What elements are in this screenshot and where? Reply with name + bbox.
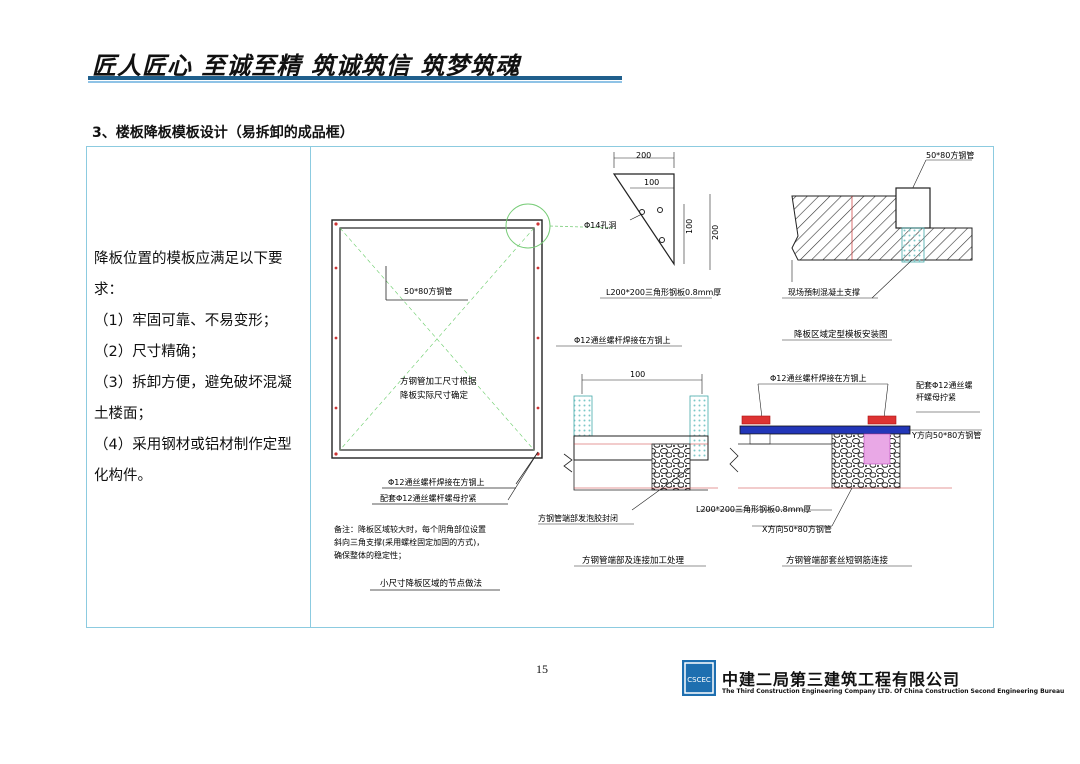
requirement-item-1: （1）牢固可靠、不易变形； bbox=[94, 313, 278, 329]
requirement-item-2: （2）尺寸精确； bbox=[94, 344, 205, 360]
conn-plate-label: L200*200三角形钢板0.8mm厚 bbox=[696, 504, 811, 514]
end-processing-drawing: Φ12通丝螺杆焊接在方钢上 100 方钢管端部发泡胶封闭 方钢管端部及连接加工处… bbox=[538, 335, 718, 567]
technical-drawing: 50*80方钢管 方钢管加工尺寸根据 降板实际尺寸确定 Φ12通丝螺杆焊接在方钢… bbox=[331, 150, 982, 591]
small-caption: 小尺寸降板区域的节点做法 bbox=[380, 578, 482, 589]
end-seal-label: 方钢管端部发泡胶封闭 bbox=[538, 513, 618, 523]
requirement-item-3: （3）拆卸方便，避免破坏混凝土楼面； bbox=[94, 375, 292, 422]
plate-dim-v200: 200 bbox=[711, 225, 720, 240]
company-name-en: The Third Construction Engineering Compa… bbox=[722, 688, 1065, 695]
company-logo: CSCEC bbox=[682, 660, 716, 696]
company-name: 中建二局第三建筑工程有限公司 bbox=[722, 670, 961, 689]
header-slogan: 匠人匠心 至诚至精 筑诚筑信 筑梦筑魂 bbox=[92, 52, 521, 80]
content-frame bbox=[86, 146, 994, 628]
plate-dim-200: 200 bbox=[636, 151, 651, 160]
frame-tube-label: 50*80方钢管 bbox=[404, 286, 452, 296]
plate-hole-label: Φ14孔洞 bbox=[584, 220, 616, 230]
end-dim-label: 100 bbox=[630, 370, 645, 379]
note-line1: 备注：降板区域较大时，每个阴角部位设置 bbox=[334, 524, 486, 534]
frame-center-line2: 降板实际尺寸确定 bbox=[400, 390, 469, 401]
plate-caption: L200*200三角形钢板0.8mm厚 bbox=[606, 287, 721, 297]
plate-dim-100: 100 bbox=[644, 178, 659, 187]
logo-text: CSCEC bbox=[687, 676, 711, 684]
install-tube-label: 50*80方钢管 bbox=[926, 150, 974, 160]
conn-xtube-label: X方向50*80方钢管 bbox=[762, 524, 832, 534]
connection-drawing: Φ12通丝螺杆焊接在方钢上 配套Φ12通丝螺 杆螺母拧紧 Y方向50*80方钢管… bbox=[696, 373, 982, 567]
requirement-intro: 降板位置的模板应满足以下要求： bbox=[94, 251, 283, 298]
requirement-item-4: （4）采用钢材或铝材制作定型化构件。 bbox=[94, 437, 292, 484]
frame-center-line1: 方钢管加工尺寸根据 bbox=[400, 376, 477, 387]
install-drawing: 50*80方钢管 现场預制混凝土支撑 降板区域定型模板安装图 bbox=[782, 150, 974, 341]
conn-nut-label1: 配套Φ12通丝螺 bbox=[916, 380, 972, 390]
end-caption: 方钢管端部及连接加工处理 bbox=[582, 555, 685, 566]
plate-dim-v100: 100 bbox=[685, 219, 694, 234]
install-support-label: 现场預制混凝土支撑 bbox=[788, 287, 860, 297]
page-number: 15 bbox=[536, 662, 548, 676]
triangle-plate-drawing: 200 100 100 200 Φ14孔洞 L200*200三角形钢板0.8mm… bbox=[584, 151, 721, 299]
note-line2: 斜向三角支撑(采用螺栓固定加固的方式)， bbox=[334, 537, 484, 547]
note-line3: 确保整体的稳定性； bbox=[334, 550, 406, 560]
end-weld-label: Φ12通丝螺杆焊接在方钢上 bbox=[574, 335, 670, 345]
weld-label: Φ12通丝螺杆焊接在方钢上 bbox=[388, 477, 484, 487]
conn-nut-label2: 杆螺母拧紧 bbox=[916, 392, 956, 402]
conn-weld-label: Φ12通丝螺杆焊接在方钢上 bbox=[770, 373, 866, 383]
section-title: 3、楼板降板模板设计（易拆卸的成品框） bbox=[92, 125, 354, 141]
install-caption: 降板区域定型模板安装图 bbox=[794, 329, 888, 340]
header-rule bbox=[88, 76, 622, 80]
nut-label: 配套Φ12通丝螺杆螺母拧紧 bbox=[380, 493, 476, 503]
content-divider bbox=[310, 146, 311, 628]
conn-ytube-label: Y方向50*80方钢管 bbox=[911, 430, 981, 440]
conn-caption: 方钢管端部套丝短钢筋连接 bbox=[786, 555, 889, 566]
requirements-text: 降板位置的模板应满足以下要求： （1）牢固可靠、不易变形； （2）尺寸精确； （… bbox=[94, 244, 306, 492]
square-frame-drawing: 50*80方钢管 方钢管加工尺寸根据 降板实际尺寸确定 Φ12通丝螺杆焊接在方钢… bbox=[331, 203, 615, 591]
header-rule-accent bbox=[88, 81, 622, 83]
